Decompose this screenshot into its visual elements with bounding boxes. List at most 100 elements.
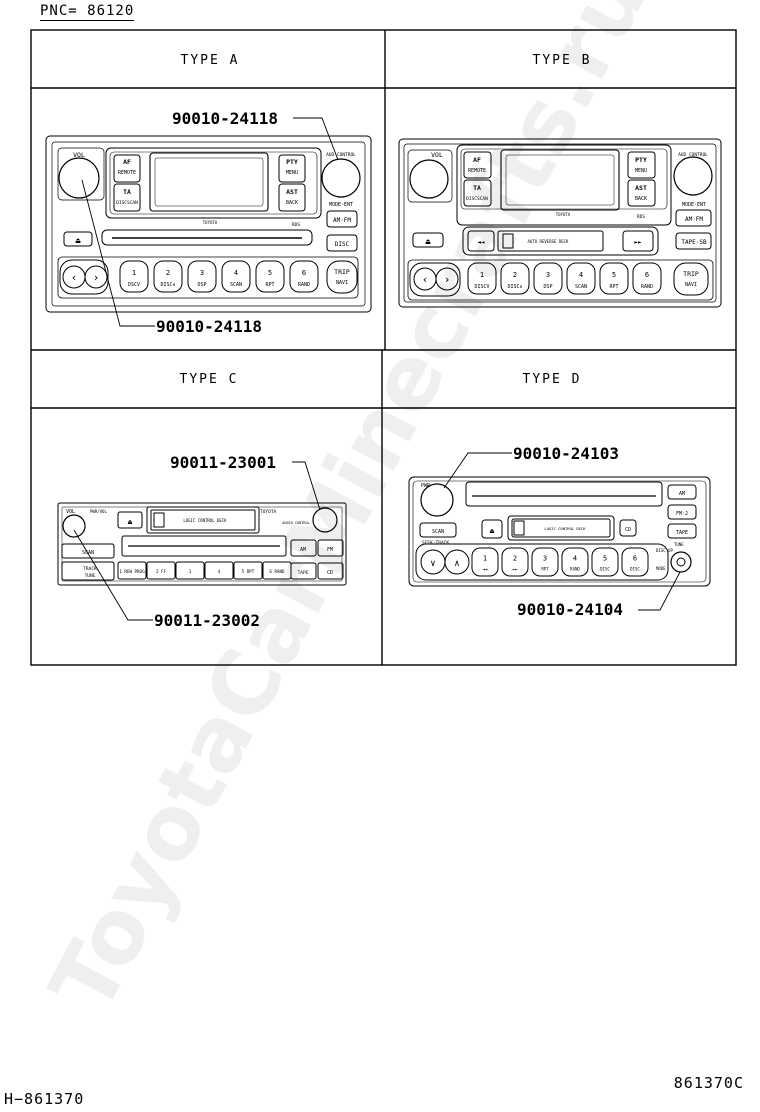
type-d-mode-label: MODE [656,566,666,571]
type-d-pwr-label: PWR [421,483,431,489]
type-c-preset-1-button[interactable] [117,561,147,580]
type-b-preset-2-button[interactable] [500,262,530,295]
type-d-tape-button [667,523,697,539]
type-b-navi-label: NAVI [685,282,697,288]
type-a-part-top: 90010-24118 [172,109,278,128]
type-a-vol-label: VOL [73,151,85,159]
type-d-preset-5-label: DISC [600,566,610,571]
type-b-preset-6-button[interactable] [632,262,662,295]
type-a-disc-slot [101,229,313,246]
type-d-cd-button [619,519,637,537]
type-b-vol-label: VOL [431,151,443,159]
type-d-preset-5-button[interactable] [591,547,619,577]
type-d-part-bottom: 90010-24104 [517,600,623,619]
type-b-am-fm-label: AM·FM [685,216,703,223]
type-d-mode-knob [670,551,692,573]
type-b-preset-4-label: SCAN [575,284,587,290]
type-a-preset-3-button[interactable] [187,260,217,293]
type-b-preset-1-button[interactable] [467,262,497,295]
type-d-preset-2-button[interactable] [501,547,529,577]
type-b-af-label: AF [473,156,481,164]
type-d-scan-button [419,522,457,538]
type-a-audio-control-label: AUD CONTROL [326,152,356,158]
type-a-preset-2-button[interactable] [153,260,183,293]
type-c-preset-3-button[interactable] [175,561,205,580]
type-d-up-icon: ∧ [454,559,459,569]
type-d-disc-slot [465,481,663,507]
type-b-discscan-label: DISCSCAN [466,196,488,202]
type-c-fm-label: FM [327,547,333,553]
type-d-preset-3-button[interactable] [531,547,559,577]
type-d-preset-1-button[interactable] [471,547,499,577]
type-b-ffwd-icon: ►► [634,239,642,246]
type-c-preset-4-button[interactable] [204,561,234,580]
type-a-eject-button [63,231,93,247]
type-b-seek-rocker [409,262,461,297]
type-c-brand-label: TOYOTA [260,509,277,515]
type-a-mode-label: MODE·ENT [329,202,353,208]
type-a-preset-5-button[interactable] [255,260,285,293]
type-b-ta-label: TA [473,184,481,192]
type-d-preset-5-number: 5 [603,555,607,563]
type-b-audio-control-label: AUD CONTROL [678,152,708,158]
type-a-remote-label: REMOTE [118,170,136,176]
type-b-seek-left-icon: ‹ [422,273,429,286]
type-b-preset-2-number: 2 [513,271,517,279]
type-b-mode-label: MODE·ENT [682,202,706,208]
type-b-preset-6-number: 6 [645,271,649,279]
type-c-tune-knob [312,507,338,533]
type-b-trip-button [673,262,709,296]
type-c-display [121,535,287,557]
type-b-preset-5-button[interactable] [599,262,629,295]
type-b-eject-icon: ⏏ [426,237,431,246]
type-d-preset-6-number: 6 [633,555,637,563]
type-c-preset-5-label: 5 RPT [242,569,255,574]
type-d-cassette-door [507,515,615,541]
type-a-pty-label: PTY [286,158,298,166]
type-a-pty-button [278,154,306,183]
type-d-preset-2-label: ►► [513,566,518,571]
type-c-cd-label: CD [327,570,333,576]
type-b-eject-button [412,232,444,248]
type-c-preset-1-label: 1 REW PROG [119,569,145,574]
type-d-preset-4-button[interactable] [561,547,589,577]
type-a-preset-1-button[interactable] [119,260,149,293]
type-b-preset-4-button[interactable] [566,262,596,295]
type-d-am-button [667,484,697,500]
type-c-leaders [73,461,321,621]
type-c-part-top: 90011-23001 [170,453,276,472]
type-b-tape-button [675,232,712,250]
type-a-discscan-label: DISCSCAN [116,200,138,206]
type-b-tune-knob [673,156,713,196]
type-b-radio [398,138,722,308]
type-a-preset-4-button[interactable] [221,260,251,293]
type-c-preset-6-button[interactable] [262,561,292,580]
type-d-preset-4-number: 4 [573,555,577,563]
type-a-preset-3-number: 3 [200,269,204,277]
type-b-ast-label: AST [635,184,647,192]
type-a-preset-3-label: DSP [197,282,206,288]
type-d-eject-button [481,519,503,539]
type-b-display [500,149,620,211]
type-a-trip-button [326,260,358,294]
type-b-preset-2-label: DISC∧ [507,284,522,290]
type-c-eject-button [117,511,143,529]
type-c-preset-5-button[interactable] [233,561,263,580]
type-c-preset-2-button[interactable] [146,561,176,580]
type-b-af-button [463,151,492,179]
type-a-eject-icon: ⏏ [76,236,81,245]
type-a-preset-2-label: DISC∧ [160,282,175,288]
type-a-preset-6-button[interactable] [289,260,319,293]
type-b-cd-logo: RDS [637,214,645,220]
type-b-rewind-icon: ◄◄ [477,239,485,246]
type-d-cassette-label: LOGIC CONTROL DECK [544,526,586,531]
type-b-menu-label: MENU [635,168,647,174]
type-d-preset-4-label: RAND [570,566,580,571]
type-b-preset-3-button[interactable] [533,262,563,295]
type-a-preset-1-label: DSCV [128,282,140,288]
type-d-preset-6-button[interactable] [621,547,649,577]
